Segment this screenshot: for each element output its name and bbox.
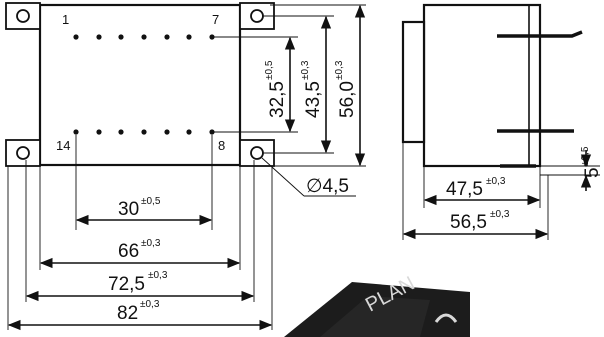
tol-72-5: ±0,3 [148, 270, 168, 281]
pin-row-bottom [73, 129, 215, 135]
side-body [422, 3, 542, 168]
tol-43-5: ±0,3 [300, 60, 311, 80]
top-view: 1 7 14 8 30 ±0,5 66 ±0,3 72,5 ±0,3 82 ±0… [5, 2, 366, 331]
mount-hole-icon [250, 9, 264, 23]
dim-82: 82 [117, 303, 138, 324]
dim-pin-length: 5 [582, 167, 603, 178]
mount-hole-icon [16, 146, 30, 160]
tol-56-0: ±0,3 [334, 60, 345, 80]
ce-mark-icon [434, 313, 458, 323]
side-bobbin [401, 20, 426, 144]
tol-56-5: ±0,3 [490, 209, 510, 220]
dim-66: 66 [118, 241, 139, 262]
tol-30: ±0,5 [141, 196, 161, 207]
pin-label-1: 1 [62, 12, 69, 27]
dim-56-0: 56,0 [337, 81, 358, 118]
side-pin-top [497, 30, 583, 38]
dim-47-5: 47,5 [446, 179, 483, 200]
mount-hole-icon [16, 9, 30, 23]
pin-label-8: 8 [218, 138, 225, 153]
side-view: 47,5 ±0,3 56,5 ±0,3 5 ±0,5 [401, 3, 603, 240]
mount-hole-icon [250, 146, 264, 160]
pin-label-7: 7 [212, 12, 219, 27]
tol-66: ±0,3 [141, 238, 161, 249]
tol-47-5: ±0,3 [486, 176, 506, 187]
dim-72-5: 72,5 [108, 274, 145, 295]
pin-label-14: 14 [56, 138, 70, 153]
transformer-body [38, 3, 242, 167]
product-photo-fragment: PLAN [284, 272, 470, 337]
pin-row-top [73, 34, 215, 40]
dim-56-5: 56,5 [450, 212, 487, 233]
dim-30: 30 [118, 199, 139, 220]
dim-32-5: 32,5 [267, 81, 288, 118]
dim-hole-diameter: ∅4,5 [306, 176, 349, 197]
dim-43-5: 43,5 [303, 81, 324, 118]
tol-32-5: ±0,5 [264, 60, 275, 80]
tol-82: ±0,3 [140, 299, 160, 310]
tol-pin-length: ±0,5 [580, 146, 591, 166]
